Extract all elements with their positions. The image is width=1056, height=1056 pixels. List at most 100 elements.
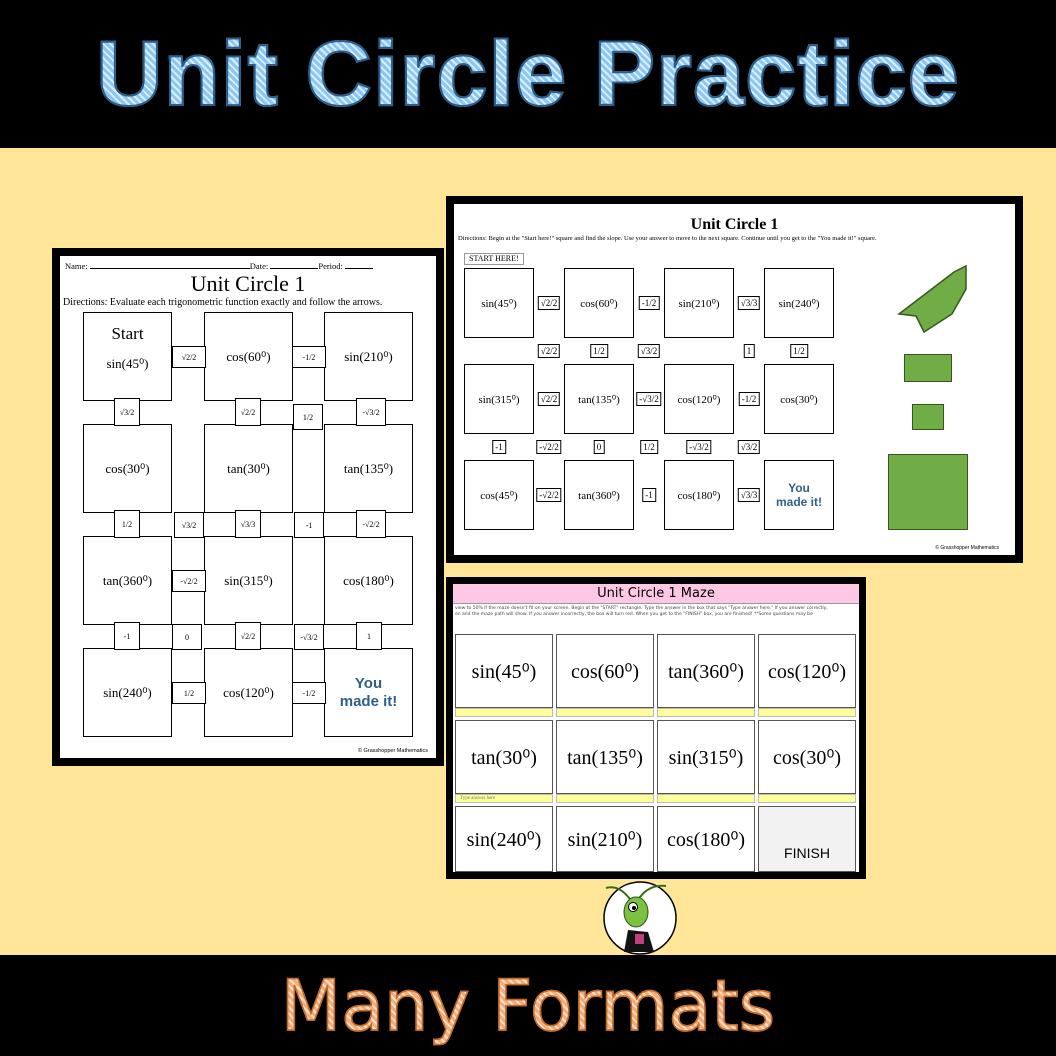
worksheet-directions: Directions: Evaluate each trigonometric … xyxy=(63,297,383,308)
cell-text: cos(30⁰) xyxy=(105,460,150,476)
instructions-line-2: en and the maze path will show. If you a… xyxy=(455,612,813,617)
slope-label: 1/2 xyxy=(590,344,608,358)
slope-label: -1/2 xyxy=(738,392,760,406)
slope-label: -1 xyxy=(492,440,506,454)
digital-maze-cell: sin(45⁰) xyxy=(455,634,553,708)
slope-label: 0 xyxy=(593,440,605,454)
digital-maze-cell: sin(240⁰) xyxy=(455,806,553,872)
cell-text: sin(240⁰) xyxy=(778,297,820,310)
cell-text: cos(45⁰) xyxy=(480,489,518,502)
cell-text: sin(210⁰) xyxy=(344,348,393,364)
arrow: -√3/2 xyxy=(356,398,386,426)
footer-title: Many Formats xyxy=(280,964,776,1048)
name-label: Name: xyxy=(65,261,88,271)
arrow-label: -1 xyxy=(123,631,131,641)
cell-text: cos(60⁰) xyxy=(226,348,271,364)
answer-input[interactable]: Type answer here xyxy=(455,794,553,803)
slope-maze-cell: sin(240⁰) xyxy=(764,268,834,338)
period-field[interactable] xyxy=(345,268,374,269)
cell-text: tan(30⁰) xyxy=(227,460,270,476)
answer-input[interactable] xyxy=(758,708,856,717)
cell-text: tan(135⁰) xyxy=(578,393,620,406)
answer-input[interactable] xyxy=(758,794,856,803)
cell-text: cos(60⁰) xyxy=(580,297,618,310)
slope-label: 1/2 xyxy=(790,344,808,358)
slope-maze-title: Unit Circle 1 xyxy=(690,216,779,233)
arrow-label: -√3/2 xyxy=(300,632,318,642)
arrow: 1/2 xyxy=(172,682,206,704)
you-made-it-text: You made it! xyxy=(339,674,398,710)
slope-maze-cell: cos(180⁰) xyxy=(664,460,734,530)
digital-maze-cell: sin(210⁰) xyxy=(556,806,654,872)
arrow: √3/3 xyxy=(235,510,261,538)
arrow: 0 xyxy=(172,624,202,650)
arrow: -1/2 xyxy=(292,682,326,704)
date-label: Date: xyxy=(249,261,269,271)
worksheet-cell: cos(120⁰) xyxy=(204,648,293,737)
worksheet-cell: tan(135⁰) xyxy=(324,424,413,513)
slope-label: √3/2 xyxy=(737,440,761,454)
answer-input[interactable] xyxy=(556,794,654,803)
slope-label: -1/2 xyxy=(638,296,660,310)
answer-input[interactable] xyxy=(657,794,755,803)
arrow: -√2/2 xyxy=(172,570,206,592)
cell-text: tan(360⁰) xyxy=(578,489,620,502)
cell-text: tan(360⁰) xyxy=(102,572,153,588)
green-large-square-shape xyxy=(888,454,968,530)
slope-maze-cell: cos(30⁰) xyxy=(764,364,834,434)
green-rect-shape xyxy=(904,354,952,382)
slope-maze-directions: Directions: Begin at the "Start here!" s… xyxy=(458,235,877,242)
digital-maze-title: Unit Circle 1 Maze xyxy=(453,584,859,604)
slope-maze-cell: sin(210⁰) xyxy=(664,268,734,338)
period-label: Period: xyxy=(318,261,343,271)
slope-label: √3/2 xyxy=(637,344,661,358)
arrow-label: -√3/2 xyxy=(362,407,380,417)
digital-maze-cell: tan(360⁰) xyxy=(657,634,755,708)
arrow-label: √3/2 xyxy=(119,407,135,417)
cell-text: sin(45⁰) xyxy=(106,355,149,371)
slope-label: -√2/2 xyxy=(536,488,562,502)
arrow-label: 1/2 xyxy=(121,519,133,529)
date-field[interactable] xyxy=(270,268,319,269)
slope-label: √2/2 xyxy=(537,392,561,406)
arrow: 1/2 xyxy=(114,510,140,538)
arrow-label: -1/2 xyxy=(302,688,316,698)
answer-input[interactable] xyxy=(556,708,654,717)
footer-band: Many Formats xyxy=(0,955,1056,1056)
arrow: -√3/2 xyxy=(294,624,324,650)
digital-maze-cell: FINISH xyxy=(758,806,856,872)
digital-maze-cell: tan(30⁰) xyxy=(455,720,553,794)
green-small-square-shape xyxy=(912,404,944,430)
arrow-label: 1/2 xyxy=(183,688,195,698)
arrow-label: 1 xyxy=(367,631,371,641)
slope-label: 1 xyxy=(743,344,755,358)
start-label: Start xyxy=(111,323,144,343)
answer-input[interactable] xyxy=(657,708,755,717)
digital-maze-cell: cos(180⁰) xyxy=(657,806,755,872)
slope-label: -√2/2 xyxy=(536,440,562,454)
slope-label: -√3/2 xyxy=(636,392,662,406)
credit: © Grasshopper Mathematics xyxy=(935,545,999,551)
slope-label: √3/3 xyxy=(737,296,761,310)
name-field[interactable] xyxy=(89,268,250,269)
worksheet-title: Unit Circle 1 xyxy=(190,271,306,296)
arrow-label: 1/2 xyxy=(302,412,314,422)
digital-maze-cell: cos(30⁰) xyxy=(758,720,856,794)
arrow: -1 xyxy=(114,622,140,650)
arrow: √3/2 xyxy=(114,398,140,426)
header-band: Unit Circle Practice xyxy=(0,0,1056,148)
digital-maze-cell: sin(315⁰) xyxy=(657,720,755,794)
answer-input[interactable] xyxy=(455,708,553,717)
worksheet-cell: cos(60⁰) xyxy=(204,312,293,401)
arrow: √2/2 xyxy=(172,346,206,368)
slope-label: -√3/2 xyxy=(686,440,712,454)
arrow-label: √3/3 xyxy=(240,519,256,529)
arrow: √2/2 xyxy=(235,622,261,650)
cell-text: sin(315⁰) xyxy=(224,572,273,588)
slope-maze-cell: cos(120⁰) xyxy=(664,364,734,434)
arrow: √2/2 xyxy=(235,398,261,426)
digital-maze-preview: Unit Circle 1 Maze view to 50% if the ma… xyxy=(446,577,866,879)
slope-maze-cell: cos(60⁰) xyxy=(564,268,634,338)
digital-maze-page: Unit Circle 1 Maze view to 50% if the ma… xyxy=(453,584,859,872)
cell-text: cos(180⁰) xyxy=(343,572,394,588)
